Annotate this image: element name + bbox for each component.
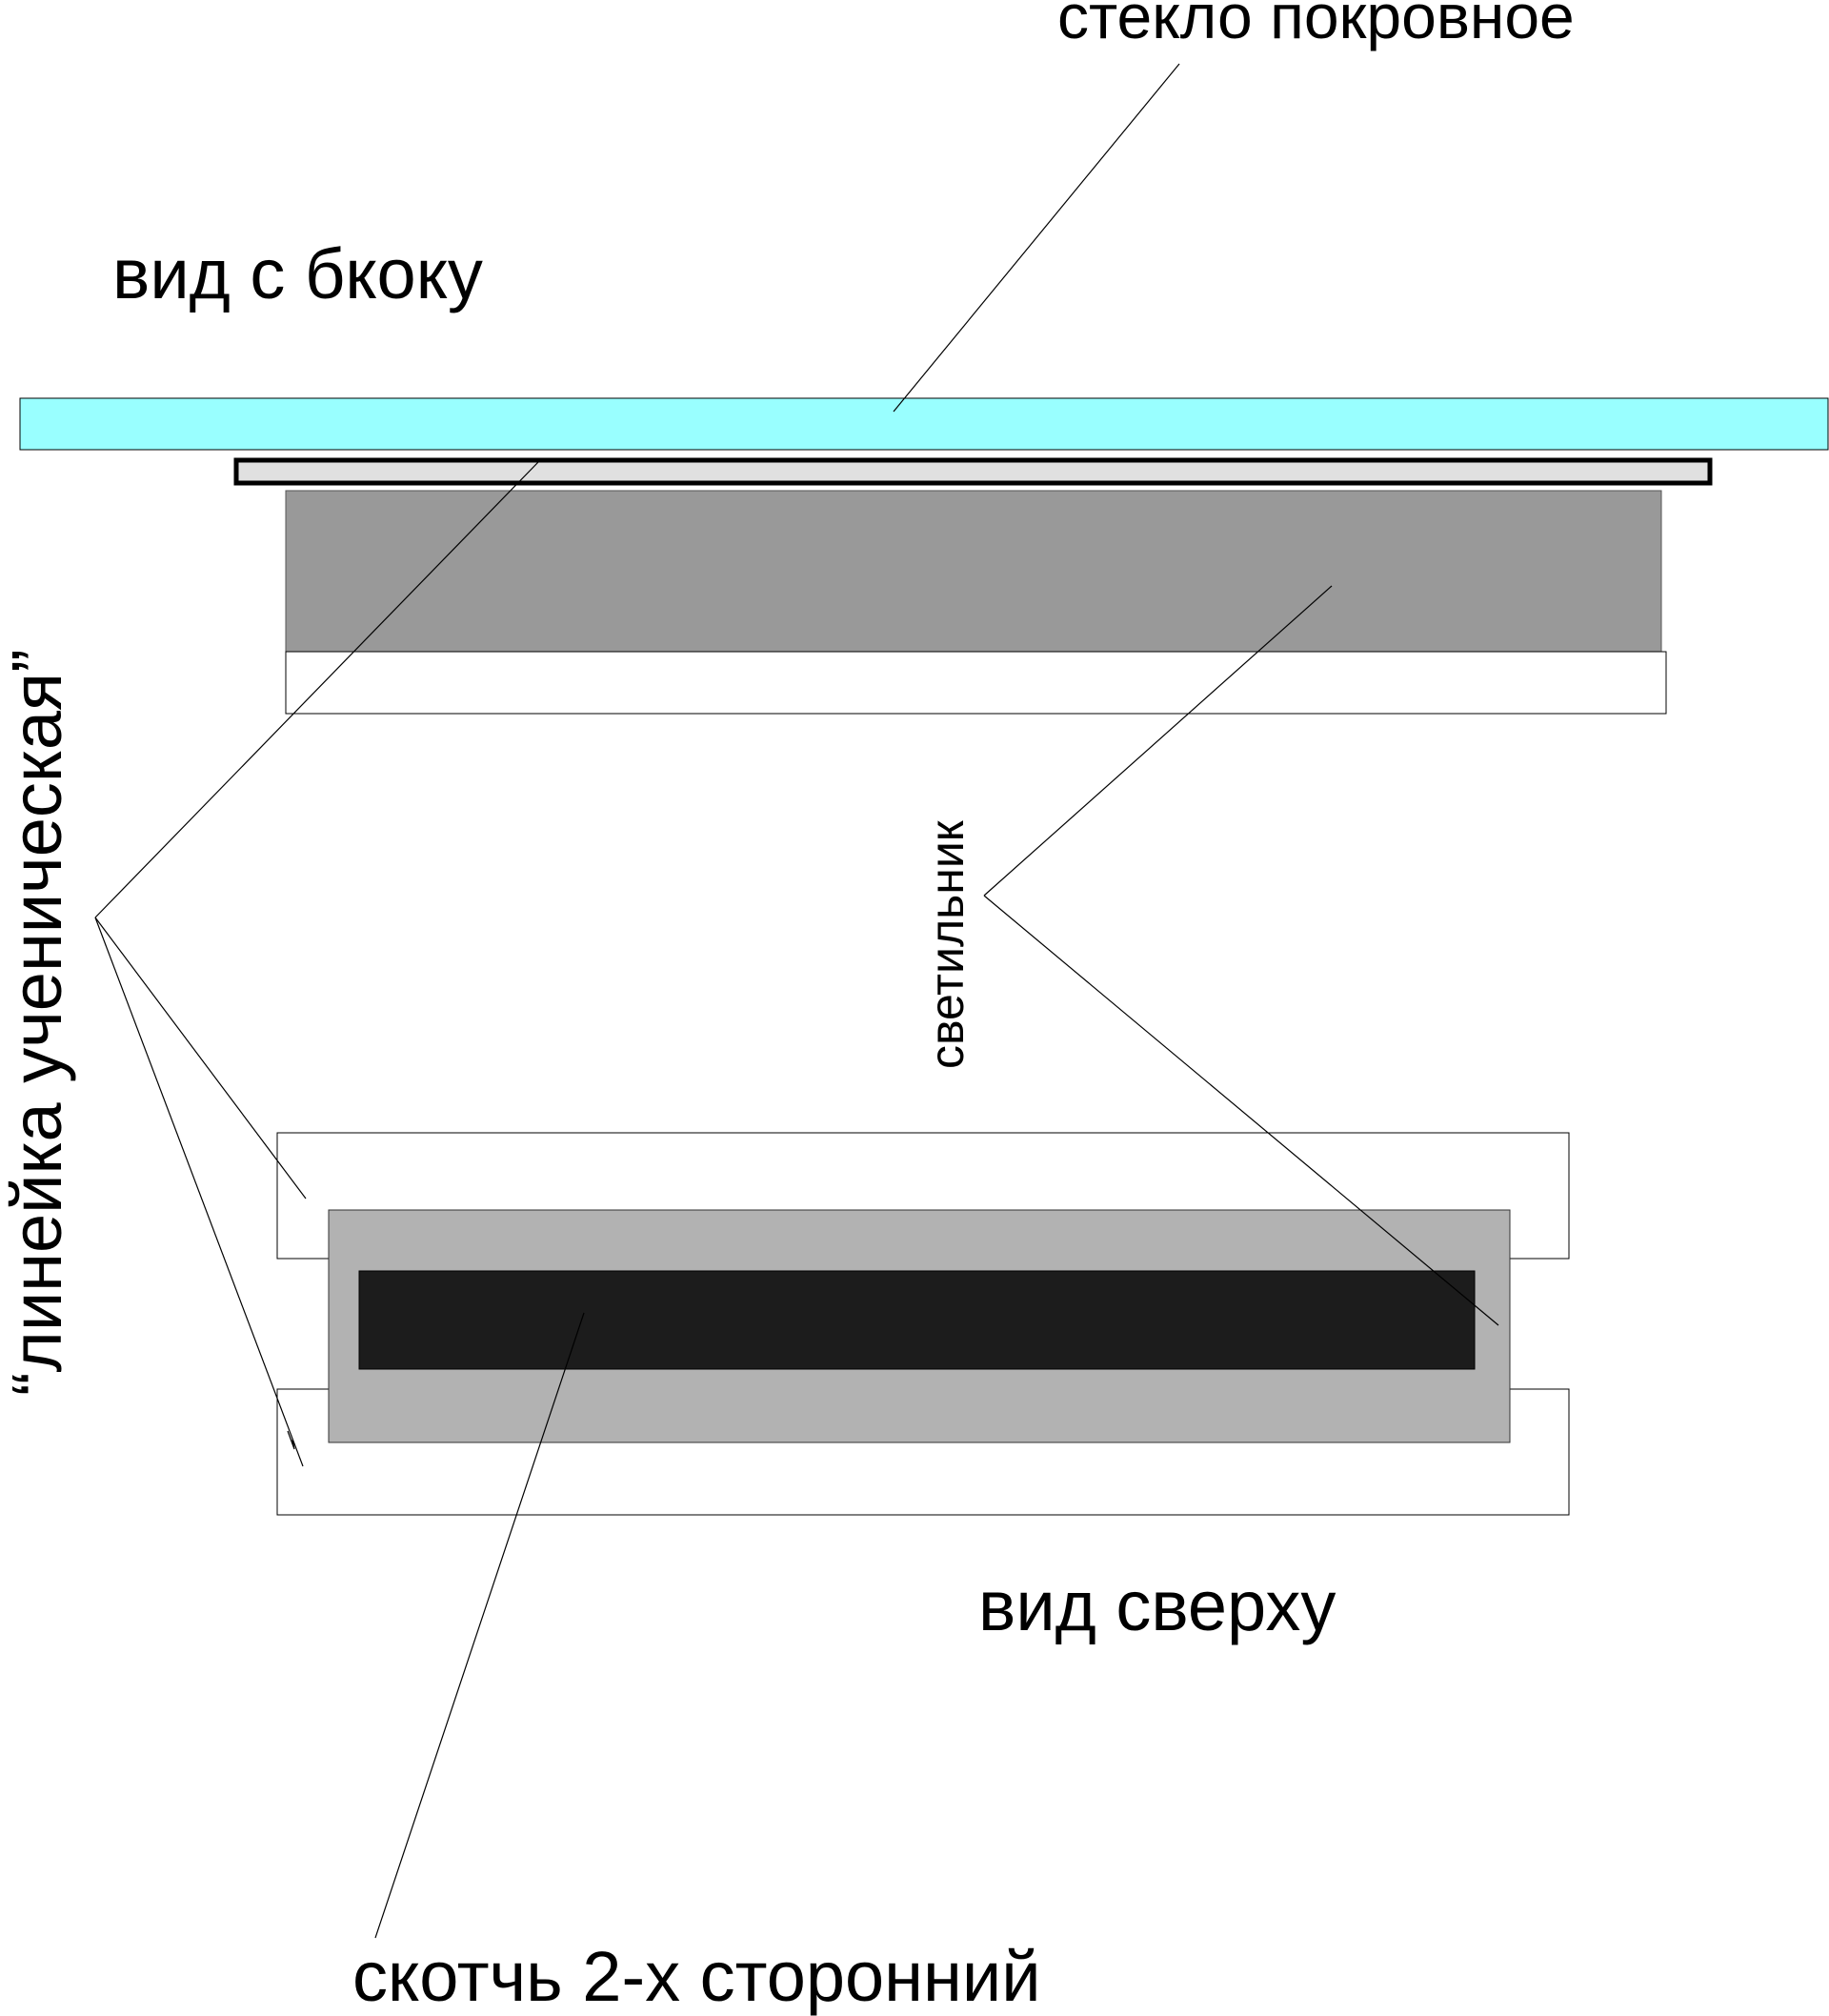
label-lamp: светильник bbox=[920, 819, 974, 1069]
label-side-view: вид с бкоку bbox=[112, 234, 483, 313]
leader-lines bbox=[94, 63, 1499, 1939]
label-tape: скотчь 2-х сторонний bbox=[352, 1937, 1041, 2016]
leader-lamp-side bbox=[983, 585, 1333, 897]
lamp-top bbox=[358, 1270, 1476, 1370]
side-view bbox=[19, 397, 1829, 715]
top-view bbox=[276, 1132, 1570, 1516]
cover-glass-side bbox=[19, 397, 1829, 451]
leader-lamp-top bbox=[983, 895, 1499, 1326]
lamp-side bbox=[285, 490, 1662, 653]
labels: стекло покровное вид с бкоку “линейка уч… bbox=[0, 0, 1575, 2016]
label-top-view: вид сверху bbox=[978, 1566, 1336, 1645]
ruler-side bbox=[233, 457, 1713, 486]
label-ruler: “линейка ученическая” bbox=[0, 649, 76, 1396]
leader-ruler-top-upper bbox=[94, 917, 307, 1200]
leader-tape bbox=[374, 1312, 585, 1939]
leader-ruler-top-lower bbox=[94, 917, 304, 1467]
leader-tick bbox=[287, 1430, 295, 1450]
tape-side bbox=[285, 651, 1667, 715]
label-cover-glass: стекло покровное bbox=[1057, 0, 1575, 51]
leader-ruler-side bbox=[94, 460, 540, 918]
leader-cover-glass bbox=[893, 63, 1180, 413]
